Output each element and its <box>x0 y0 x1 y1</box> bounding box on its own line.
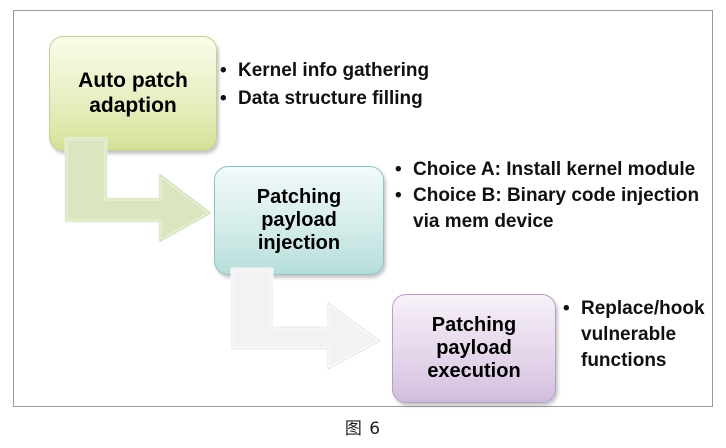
bullet-item: Data structure filling <box>220 85 520 113</box>
process-box-patching-payload-injection[interactable]: Patching payload injection <box>214 166 384 275</box>
process-box-auto-patch-adaption[interactable]: Auto patch adaption <box>49 36 217 151</box>
bullet-item: Choice A: Install kernel module <box>395 157 725 183</box>
bullet-list-patching-payload-injection: Choice A: Install kernel module Choice B… <box>395 157 725 236</box>
bullet-item: Choice B: Binary code injection via mem … <box>395 183 725 235</box>
figure-border: Auto patch adaption Kernel info gatherin… <box>13 10 713 407</box>
process-box-label-patching-payload-injection: Patching payload injection <box>256 185 342 255</box>
bullet-list-patching-payload-execution: Replace/hook vulnerable functions <box>563 296 726 375</box>
figure-caption: 图 6 <box>344 419 382 439</box>
process-box-patching-payload-execution[interactable]: Patching payload execution <box>392 294 556 403</box>
bullet-item: Kernel info gathering <box>220 57 520 85</box>
arrow-injection-to-execution-icon <box>230 267 390 371</box>
process-box-label-auto-patch-adaption: Auto patch adaption <box>78 69 188 117</box>
process-box-label-patching-payload-execution: Patching payload execution <box>427 313 521 383</box>
arrow-adaption-to-injection-icon <box>64 137 214 243</box>
bullet-list-auto-patch-adaption: Kernel info gathering Data structure fil… <box>220 57 520 113</box>
bullet-item: Replace/hook vulnerable functions <box>563 296 726 375</box>
